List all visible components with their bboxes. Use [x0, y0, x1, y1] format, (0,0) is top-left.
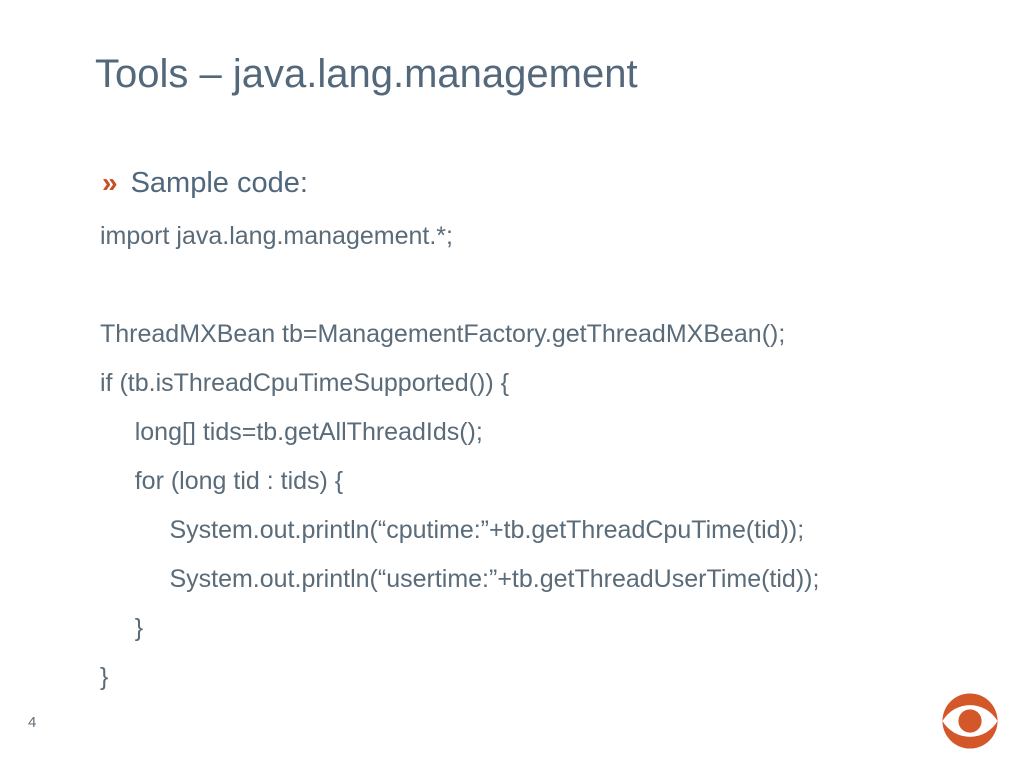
- bullet-marker-icon: »: [102, 167, 118, 198]
- code-line: System.out.println(“cputime:”+tb.getThre…: [100, 516, 805, 544]
- code-line: for (long tid : tids) {: [100, 467, 344, 495]
- code-line: [100, 261, 819, 310]
- code-line: }: [100, 614, 144, 642]
- code-line: long[] tids=tb.getAllThreadIds();: [100, 418, 483, 446]
- page-title: Tools – java.lang.management: [95, 52, 638, 96]
- code-line: ThreadMXBean tb=ManagementFactory.getThr…: [100, 320, 786, 348]
- code-line: System.out.println(“usertime:”+tb.getThr…: [100, 565, 820, 593]
- code-line: }: [100, 663, 109, 691]
- page-number: 4: [28, 714, 37, 731]
- bullet-label: Sample code:: [130, 167, 308, 199]
- eye-logo-icon: [941, 692, 999, 750]
- code-line: if (tb.isThreadCpuTimeSupported()) {: [100, 369, 509, 397]
- code-line: import java.lang.management.*;: [100, 222, 453, 250]
- code-block: import java.lang.management.*; ThreadMXB…: [100, 212, 819, 702]
- bullet-line: » Sample code:: [102, 165, 308, 201]
